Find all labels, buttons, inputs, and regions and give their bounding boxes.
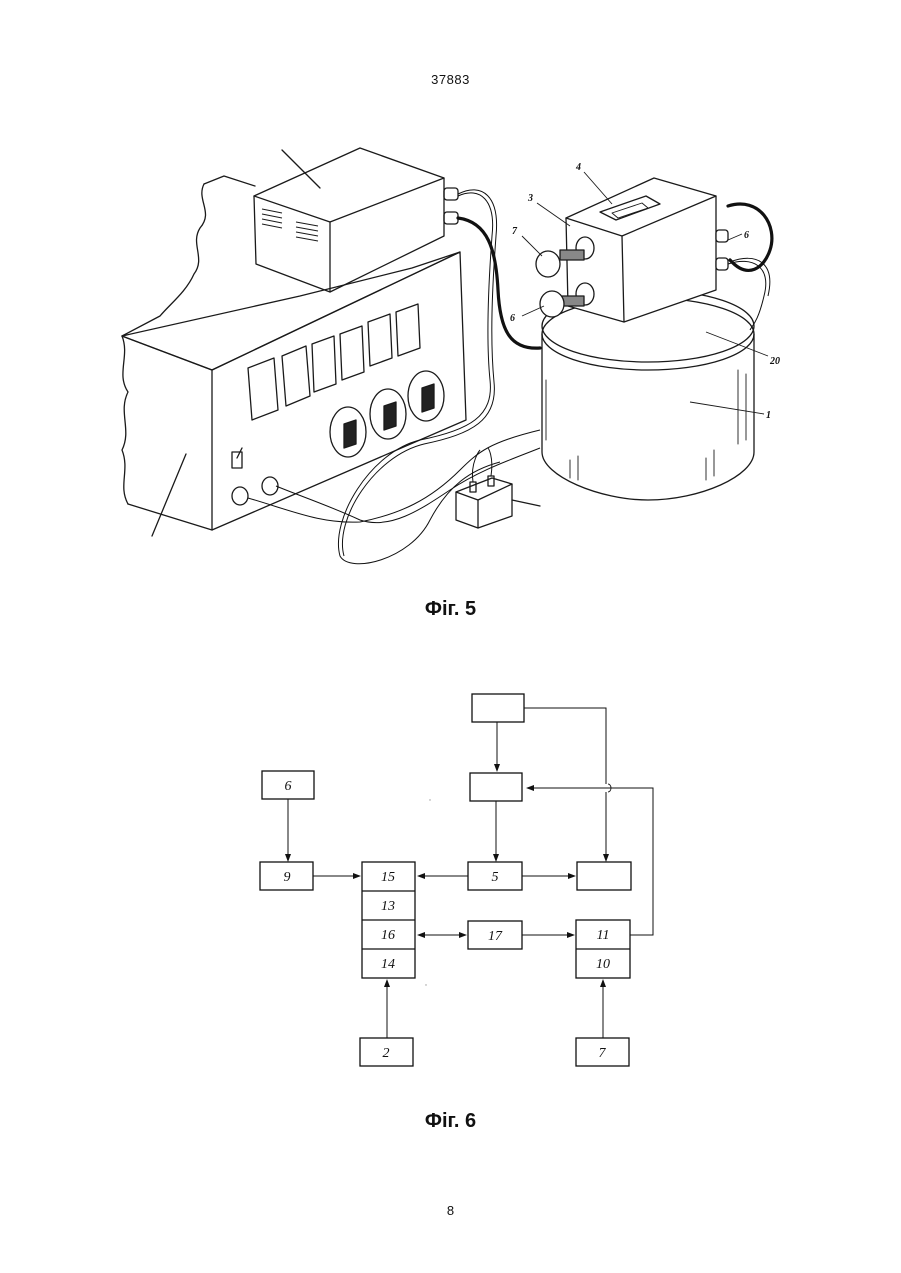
- block-11-label: 11: [597, 928, 610, 943]
- label-20: 20: [769, 356, 780, 367]
- block-9-label: 9: [284, 870, 291, 885]
- cables: [248, 190, 540, 564]
- block-17-label: 17: [488, 929, 503, 944]
- block-6-label: 6: [285, 779, 292, 794]
- label-1: 1: [766, 410, 771, 421]
- junction-box: [456, 478, 512, 528]
- upper-box: [254, 148, 444, 292]
- label-6-right: 6: [744, 230, 749, 241]
- figure-5-caption: Фіг. 5: [0, 598, 901, 621]
- label-4: 4: [575, 162, 581, 173]
- block-5-label: 5: [492, 870, 499, 885]
- block-top: [472, 694, 524, 722]
- label-3: 3: [527, 193, 533, 204]
- console-dials: [330, 371, 444, 457]
- block-middle: [470, 773, 522, 801]
- label-7: 7: [512, 226, 518, 237]
- figure-6-block-diagram: [260, 694, 653, 1066]
- page-number: 8: [0, 1203, 901, 1218]
- figure-5-drawing: [122, 148, 772, 564]
- figure-6-caption: Фіг. 6: [0, 1110, 901, 1133]
- block-13-label: 13: [381, 899, 395, 914]
- block-14-label: 14: [381, 957, 395, 972]
- block-10-label: 10: [596, 957, 610, 972]
- sensor-box: [536, 178, 728, 322]
- label-6-left: 6: [510, 313, 515, 324]
- figure-6-labels: 6 9 15 13 16 14 5 17 11 10 2 7: [284, 779, 611, 1061]
- block-15-label: 15: [381, 870, 395, 885]
- block-16-label: 16: [381, 928, 395, 943]
- tank: [542, 290, 754, 500]
- block-7-label: 7: [599, 1046, 607, 1061]
- block-right: [577, 862, 631, 890]
- block-2-label: 2: [383, 1046, 390, 1061]
- break-line: [122, 184, 206, 504]
